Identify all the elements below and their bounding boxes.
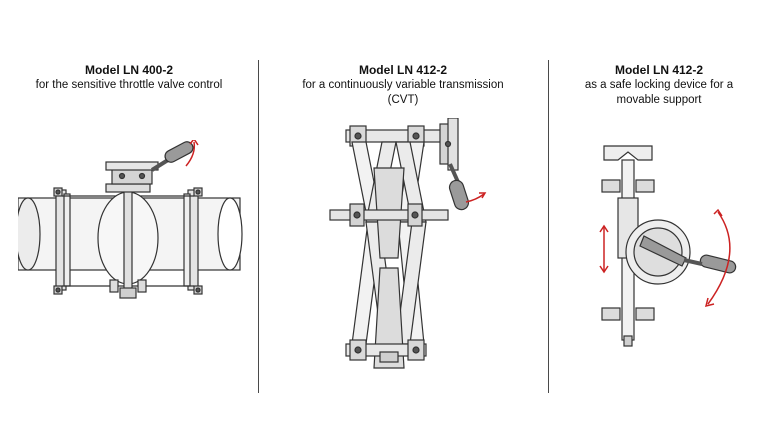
rotation-arrow [707, 211, 731, 305]
locking-device-illustration [599, 145, 737, 347]
head-pin [118, 172, 126, 180]
pin [411, 211, 419, 219]
middle-axle [329, 209, 449, 221]
bolt [55, 287, 61, 293]
panel-locking-device: Model LN 412-2 as a safe locking device … [548, 0, 770, 433]
subtitle-line: movable support [616, 94, 702, 106]
rotation-arrow-head [704, 297, 715, 308]
rotation-arrow [465, 193, 485, 203]
rotation-arrow-head [713, 208, 723, 217]
lever-grip [448, 179, 470, 211]
bottom-hub [379, 351, 399, 363]
guide-plate [635, 179, 655, 193]
flange-left-outer [63, 193, 71, 287]
panel-title: Model LN 400-2 [84, 63, 174, 77]
bolt [55, 189, 61, 195]
pin [412, 346, 420, 354]
lever-grip [699, 254, 737, 274]
pulley-cone-lower [373, 267, 405, 369]
lever-arm [150, 158, 170, 172]
pin [354, 132, 362, 140]
cvt-illustration [329, 118, 487, 369]
throttle-valve-illustration [18, 140, 243, 299]
rotation-arrow-head [479, 192, 487, 199]
panel-subtitle: for the sensitive throttle valve control [0, 78, 258, 93]
pin [353, 211, 361, 219]
pin [412, 132, 420, 140]
head-pin [444, 140, 452, 148]
rotation-arrow-head [189, 140, 199, 146]
pipe-end-right [217, 197, 243, 271]
rotation-arrow [185, 141, 196, 167]
panel-subtitle: for a continuously variable transmission… [258, 78, 548, 108]
panel-subtitle: as a safe locking device for a movable s… [548, 78, 770, 108]
guide-plate [635, 307, 655, 321]
lever-grip [164, 141, 194, 163]
rod-end [623, 335, 633, 347]
panel-throttle-valve: Model LN 400-2 for the sensitive throttl… [0, 0, 258, 433]
divider-left [258, 60, 259, 393]
subtitle-line: for a continuously variable transmission [302, 79, 504, 91]
head-pin [138, 172, 146, 180]
shaft-bottom-nut [119, 287, 137, 299]
vertical-arrow-head [599, 224, 609, 233]
lever-arm [448, 163, 460, 183]
locking-head-top [105, 161, 159, 171]
bolt [195, 189, 201, 195]
subtitle-line: (CVT) [387, 94, 419, 106]
panel-cvt: Model LN 412-2 for a continuously variab… [258, 0, 548, 433]
divider-right [548, 60, 549, 393]
valve-shaft [123, 187, 133, 293]
guide-plate [601, 179, 621, 193]
shaft-side-block [109, 279, 119, 293]
panel-title: Model LN 412-2 [358, 63, 448, 77]
lever-arm [683, 258, 703, 266]
pin [354, 346, 362, 354]
panel-title: Model LN 412-2 [614, 63, 704, 77]
v-block [603, 145, 653, 161]
subtitle-line: as a safe locking device for a [584, 79, 734, 91]
lever-body [639, 235, 687, 267]
bolt [195, 287, 201, 293]
flange-right-outer [183, 193, 191, 287]
mount-plate [105, 183, 151, 193]
shaft-side-block [137, 279, 147, 293]
vertical-arrow-head [599, 265, 609, 274]
subtitle-line: for the sensitive throttle valve control [35, 79, 223, 91]
pipe-end-left [18, 197, 41, 271]
guide-plate [601, 307, 621, 321]
